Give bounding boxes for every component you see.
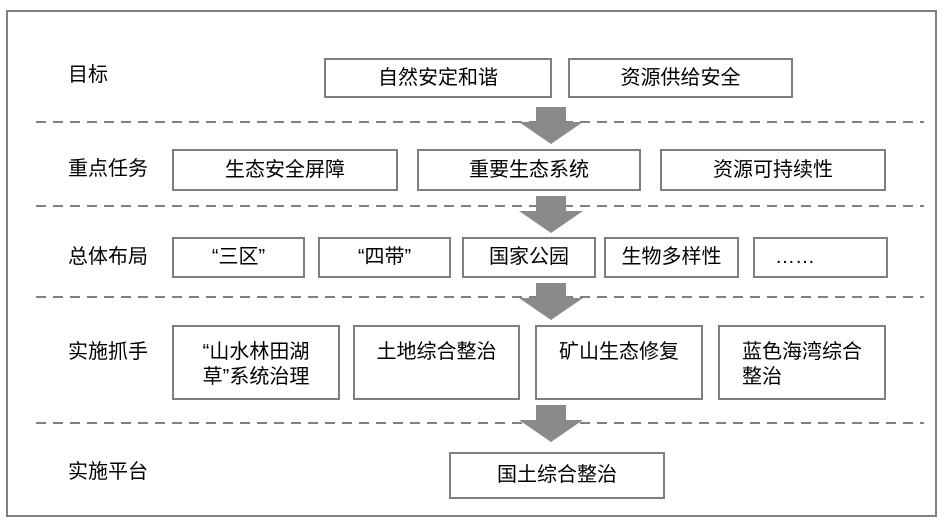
box-text: 资源可持续性: [713, 158, 833, 181]
box-text: 资源供给安全: [620, 66, 741, 89]
box-text: 矿山生态修复: [559, 341, 679, 363]
layout-box-national-parks: 国家公园: [462, 237, 596, 278]
task-box-resource-sustainability: 资源可持续性: [660, 149, 886, 191]
handle-box-mountain-water-forest-governance: “山水林田湖 草”系统治理: [172, 325, 340, 400]
diagram-frame: [6, 10, 937, 517]
handle-box-land-comprehensive-remediation: 土地综合整治: [353, 325, 520, 400]
row-label-implementation-handles: 实施抓手: [68, 341, 148, 363]
dashed-divider-3: [36, 296, 924, 298]
goal-box-resource-supply-security: 资源供给安全: [568, 58, 793, 98]
layout-box-ellipsis: ……: [753, 237, 888, 278]
box-text: 自然安定和谐: [378, 66, 498, 89]
platform-box-territorial-comprehensive-remediation: 国土综合整治: [449, 452, 665, 499]
dashed-divider-2: [36, 205, 924, 207]
box-text: 国土综合整治: [497, 464, 617, 486]
box-text: “三区”: [211, 246, 266, 268]
box-text: “山水林田湖 草”系统治理: [202, 341, 310, 388]
goal-box-nature-stability-harmony: 自然安定和谐: [324, 58, 552, 98]
box-text: 蓝色海湾综合 整治: [742, 341, 862, 388]
row-label-goal: 目标: [68, 64, 108, 86]
box-text: 重要生态系统: [469, 158, 589, 181]
row-label-implementation-platform: 实施平台: [68, 461, 148, 483]
box-text: 国家公园: [489, 246, 569, 268]
dashed-divider-1: [36, 121, 924, 123]
box-text: 生态安全屏障: [225, 158, 345, 181]
dashed-divider-4: [36, 422, 924, 424]
box-text: 生物多样性: [621, 246, 722, 268]
box-text: 土地综合整治: [376, 341, 497, 363]
row-label-key-tasks: 重点任务: [68, 158, 148, 180]
layout-box-four-belts: “四带”: [318, 237, 451, 278]
row-label-overall-layout: 总体布局: [68, 246, 148, 268]
task-box-ecological-security-barrier: 生态安全屏障: [172, 149, 398, 191]
task-box-important-ecosystems: 重要生态系统: [417, 149, 641, 191]
layout-box-three-zones: “三区”: [172, 237, 305, 278]
handle-box-mine-ecological-restoration: 矿山生态修复: [535, 325, 703, 400]
box-text: “四带”: [357, 246, 412, 268]
box-text: ……: [775, 246, 815, 268]
layout-box-biodiversity: 生物多样性: [604, 237, 739, 278]
handle-box-blue-bay-remediation: 蓝色海湾综合 整治: [718, 325, 886, 400]
